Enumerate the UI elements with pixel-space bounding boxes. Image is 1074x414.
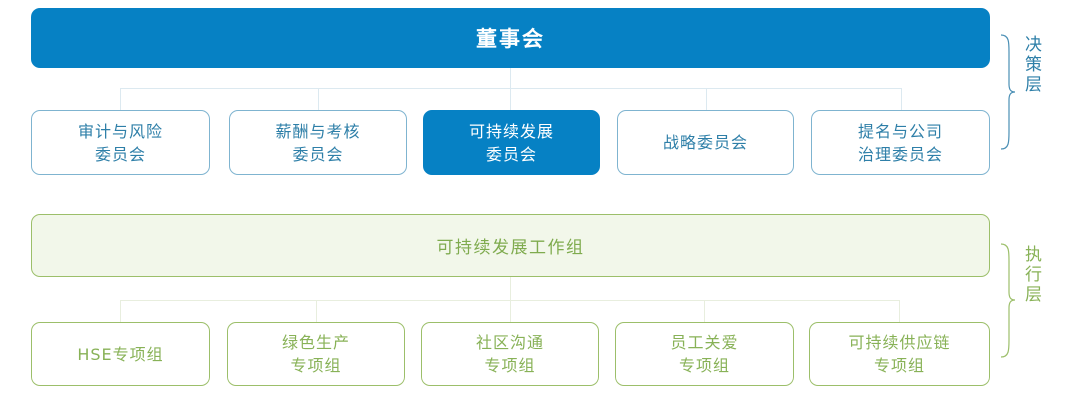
connector-committee-1 [120, 88, 121, 110]
team-box-hse[interactable]: HSE专项组 [31, 322, 210, 386]
committee-label: 审计与风险 委员会 [77, 121, 163, 164]
committee-box-strategy[interactable]: 战略委员会 [617, 110, 794, 175]
team-box-green-production[interactable]: 绿色生产 专项组 [227, 322, 405, 386]
connector-team-4 [704, 300, 705, 322]
committee-label: 战略委员会 [662, 133, 748, 152]
connector-team-5 [899, 300, 900, 322]
committee-label: 可持续发展 委员会 [468, 121, 554, 164]
working-group-label: 可持续发展工作组 [436, 238, 585, 258]
committee-label: 薪酬与考核 委员会 [275, 121, 361, 164]
connector-committee-2 [318, 88, 319, 110]
connector-team-3 [510, 300, 511, 322]
execution-layer-bracket [1000, 243, 1016, 358]
execution-layer-label: 执行层 [1021, 245, 1041, 305]
decision-layer-label: 决策层 [1021, 35, 1041, 95]
decision-layer-bracket [1000, 34, 1016, 150]
connector-team-2 [316, 300, 317, 322]
team-label: HSE专项组 [77, 344, 164, 364]
connector-workgroup-stem [510, 277, 511, 300]
team-box-community-communication[interactable]: 社区沟通 专项组 [421, 322, 599, 386]
team-label: 可持续供应链 专项组 [848, 333, 951, 375]
team-label: 员工关爱 专项组 [670, 333, 739, 375]
team-box-sustainable-supply-chain[interactable]: 可持续供应链 专项组 [809, 322, 990, 386]
board-of-directors-banner[interactable]: 董事会 [31, 8, 990, 68]
committee-box-remuneration-appraisal[interactable]: 薪酬与考核 委员会 [229, 110, 407, 175]
connector-board-stem [510, 68, 511, 88]
team-label: 社区沟通 专项组 [475, 333, 544, 375]
committee-box-audit-risk[interactable]: 审计与风险 委员会 [31, 110, 210, 175]
connector-committee-3 [510, 88, 511, 110]
sustainability-working-group-band[interactable]: 可持续发展工作组 [31, 214, 990, 277]
board-of-directors-label: 董事会 [476, 27, 545, 51]
team-box-employee-care[interactable]: 员工关爱 专项组 [615, 322, 794, 386]
committee-box-nomination-governance[interactable]: 提名与公司 治理委员会 [811, 110, 990, 175]
connector-committee-4 [706, 88, 707, 110]
connector-committee-bus [120, 88, 902, 89]
committee-box-sustainable-development[interactable]: 可持续发展 委员会 [423, 110, 600, 175]
committee-label: 提名与公司 治理委员会 [857, 121, 943, 164]
connector-committee-5 [901, 88, 902, 110]
connector-team-1 [120, 300, 121, 322]
team-label: 绿色生产 专项组 [281, 333, 350, 375]
